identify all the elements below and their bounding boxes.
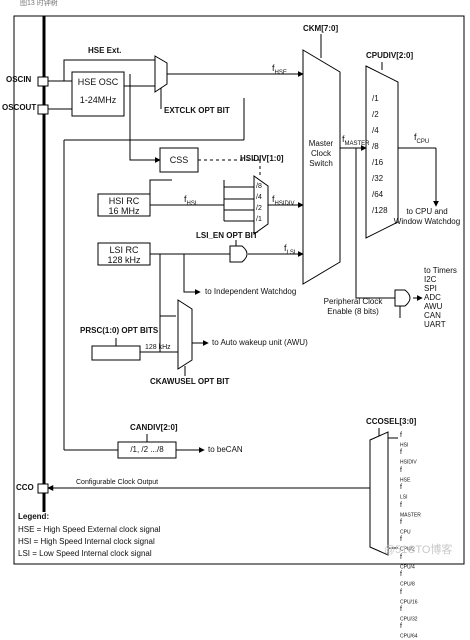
lsi-en-opt-bit: LSI_EN OPT BIT bbox=[196, 231, 258, 240]
cpu-output-label: to CPU and Window Watchdog bbox=[393, 207, 461, 226]
legend-hsi: HSI = High Speed Internal clock signal bbox=[18, 537, 155, 546]
ckawusel-opt-bit: CKAWUSEL OPT BIT bbox=[150, 377, 230, 386]
legend-hse: HSE = High Speed External clock signal bbox=[18, 525, 161, 534]
css-label: CSS bbox=[169, 155, 189, 165]
legend-lsi: LSI = Low Speed Internal clock signal bbox=[18, 549, 152, 558]
candiv-label: CANDIV[2:0] bbox=[130, 423, 178, 432]
hse-osc-block bbox=[71, 71, 125, 117]
oscin-label: OSCIN bbox=[6, 75, 32, 84]
cpudiv-options: /1 /2 /4 /8 /16 /32 /64 /128 bbox=[372, 94, 388, 215]
cco-output-label: Configurable Clock Output bbox=[76, 479, 159, 486]
prsc-opt-bits: PRSC(1:0) OPT BITS bbox=[80, 326, 159, 335]
awu-mux bbox=[177, 299, 193, 370]
f-lsi-label: fLSI bbox=[284, 243, 296, 256]
ccosel-mux bbox=[369, 431, 389, 556]
frame-border bbox=[13, 15, 465, 565]
extclk-opt-bit: EXTCLK OPT BIT bbox=[164, 106, 230, 115]
peripheral-clock-enable-label: Peripheral Clock Enable (8 bits) bbox=[323, 297, 383, 316]
ckm-label: CKM[7:0] bbox=[303, 24, 339, 33]
master-clock-switch bbox=[302, 49, 341, 285]
peripheral-list: to Timers I2C SPI ADC AWU CAN UART bbox=[424, 266, 457, 329]
oscin-pin bbox=[37, 76, 49, 87]
hsi-rc-freq: 16 MHz bbox=[108, 206, 140, 216]
diagram-wires bbox=[13, 15, 465, 565]
f-hsidiv-label: fHSIDIV bbox=[272, 194, 295, 207]
f-master-label: fMASTER bbox=[342, 134, 370, 147]
iwdg-label: to Independent Watchdog bbox=[205, 287, 297, 296]
awu-output: to Auto wakeup unit (AWU) bbox=[212, 338, 308, 347]
master-clock-switch-title: Master Clock Switch bbox=[308, 139, 334, 168]
cpudiv-block bbox=[365, 65, 399, 239]
f-cpu-label: fCPU bbox=[414, 132, 430, 145]
lsi-rc-freq: 128 kHz bbox=[107, 255, 141, 265]
awu-freq: 128 kHz bbox=[145, 344, 171, 351]
candiv-divider: /1, /2 .../8 bbox=[130, 445, 164, 454]
cco-pin bbox=[37, 483, 49, 494]
hsidiv-mux bbox=[253, 175, 269, 235]
cco-label: CCO bbox=[16, 483, 34, 492]
extclk-mux bbox=[154, 55, 168, 93]
prsc-block bbox=[91, 345, 141, 361]
can-output: to beCAN bbox=[208, 445, 243, 454]
lsi-en-gate bbox=[229, 245, 248, 263]
ccosel-label: CCOSEL[3:0] bbox=[366, 417, 417, 426]
hse-osc-range: 1-24MHz bbox=[79, 95, 117, 105]
hse-osc-title: HSE OSC bbox=[77, 77, 119, 87]
f-hse-label: fHSE bbox=[272, 63, 287, 76]
hse-ext-label: HSE Ext. bbox=[88, 46, 122, 55]
f-hsi-label: fHSI bbox=[184, 194, 197, 207]
cpudiv-label: CPUDIV[2:0] bbox=[366, 51, 414, 60]
hsi-rc-title: HSI RC bbox=[108, 196, 140, 206]
watermark: @51CTO博客 bbox=[384, 544, 453, 556]
legend-title: Legend: bbox=[18, 512, 50, 521]
peripheral-gate bbox=[394, 289, 411, 307]
hsidiv-label: HSIDIV[1:0] bbox=[240, 154, 284, 163]
oscout-label: OSCOUT bbox=[2, 103, 37, 112]
hsidiv-options: /8 /4 /2 /1 bbox=[256, 183, 262, 223]
lsi-rc-title: LSI RC bbox=[109, 245, 139, 255]
oscout-pin bbox=[37, 104, 49, 115]
figure-caption: 图13 时钟树 bbox=[20, 0, 58, 7]
